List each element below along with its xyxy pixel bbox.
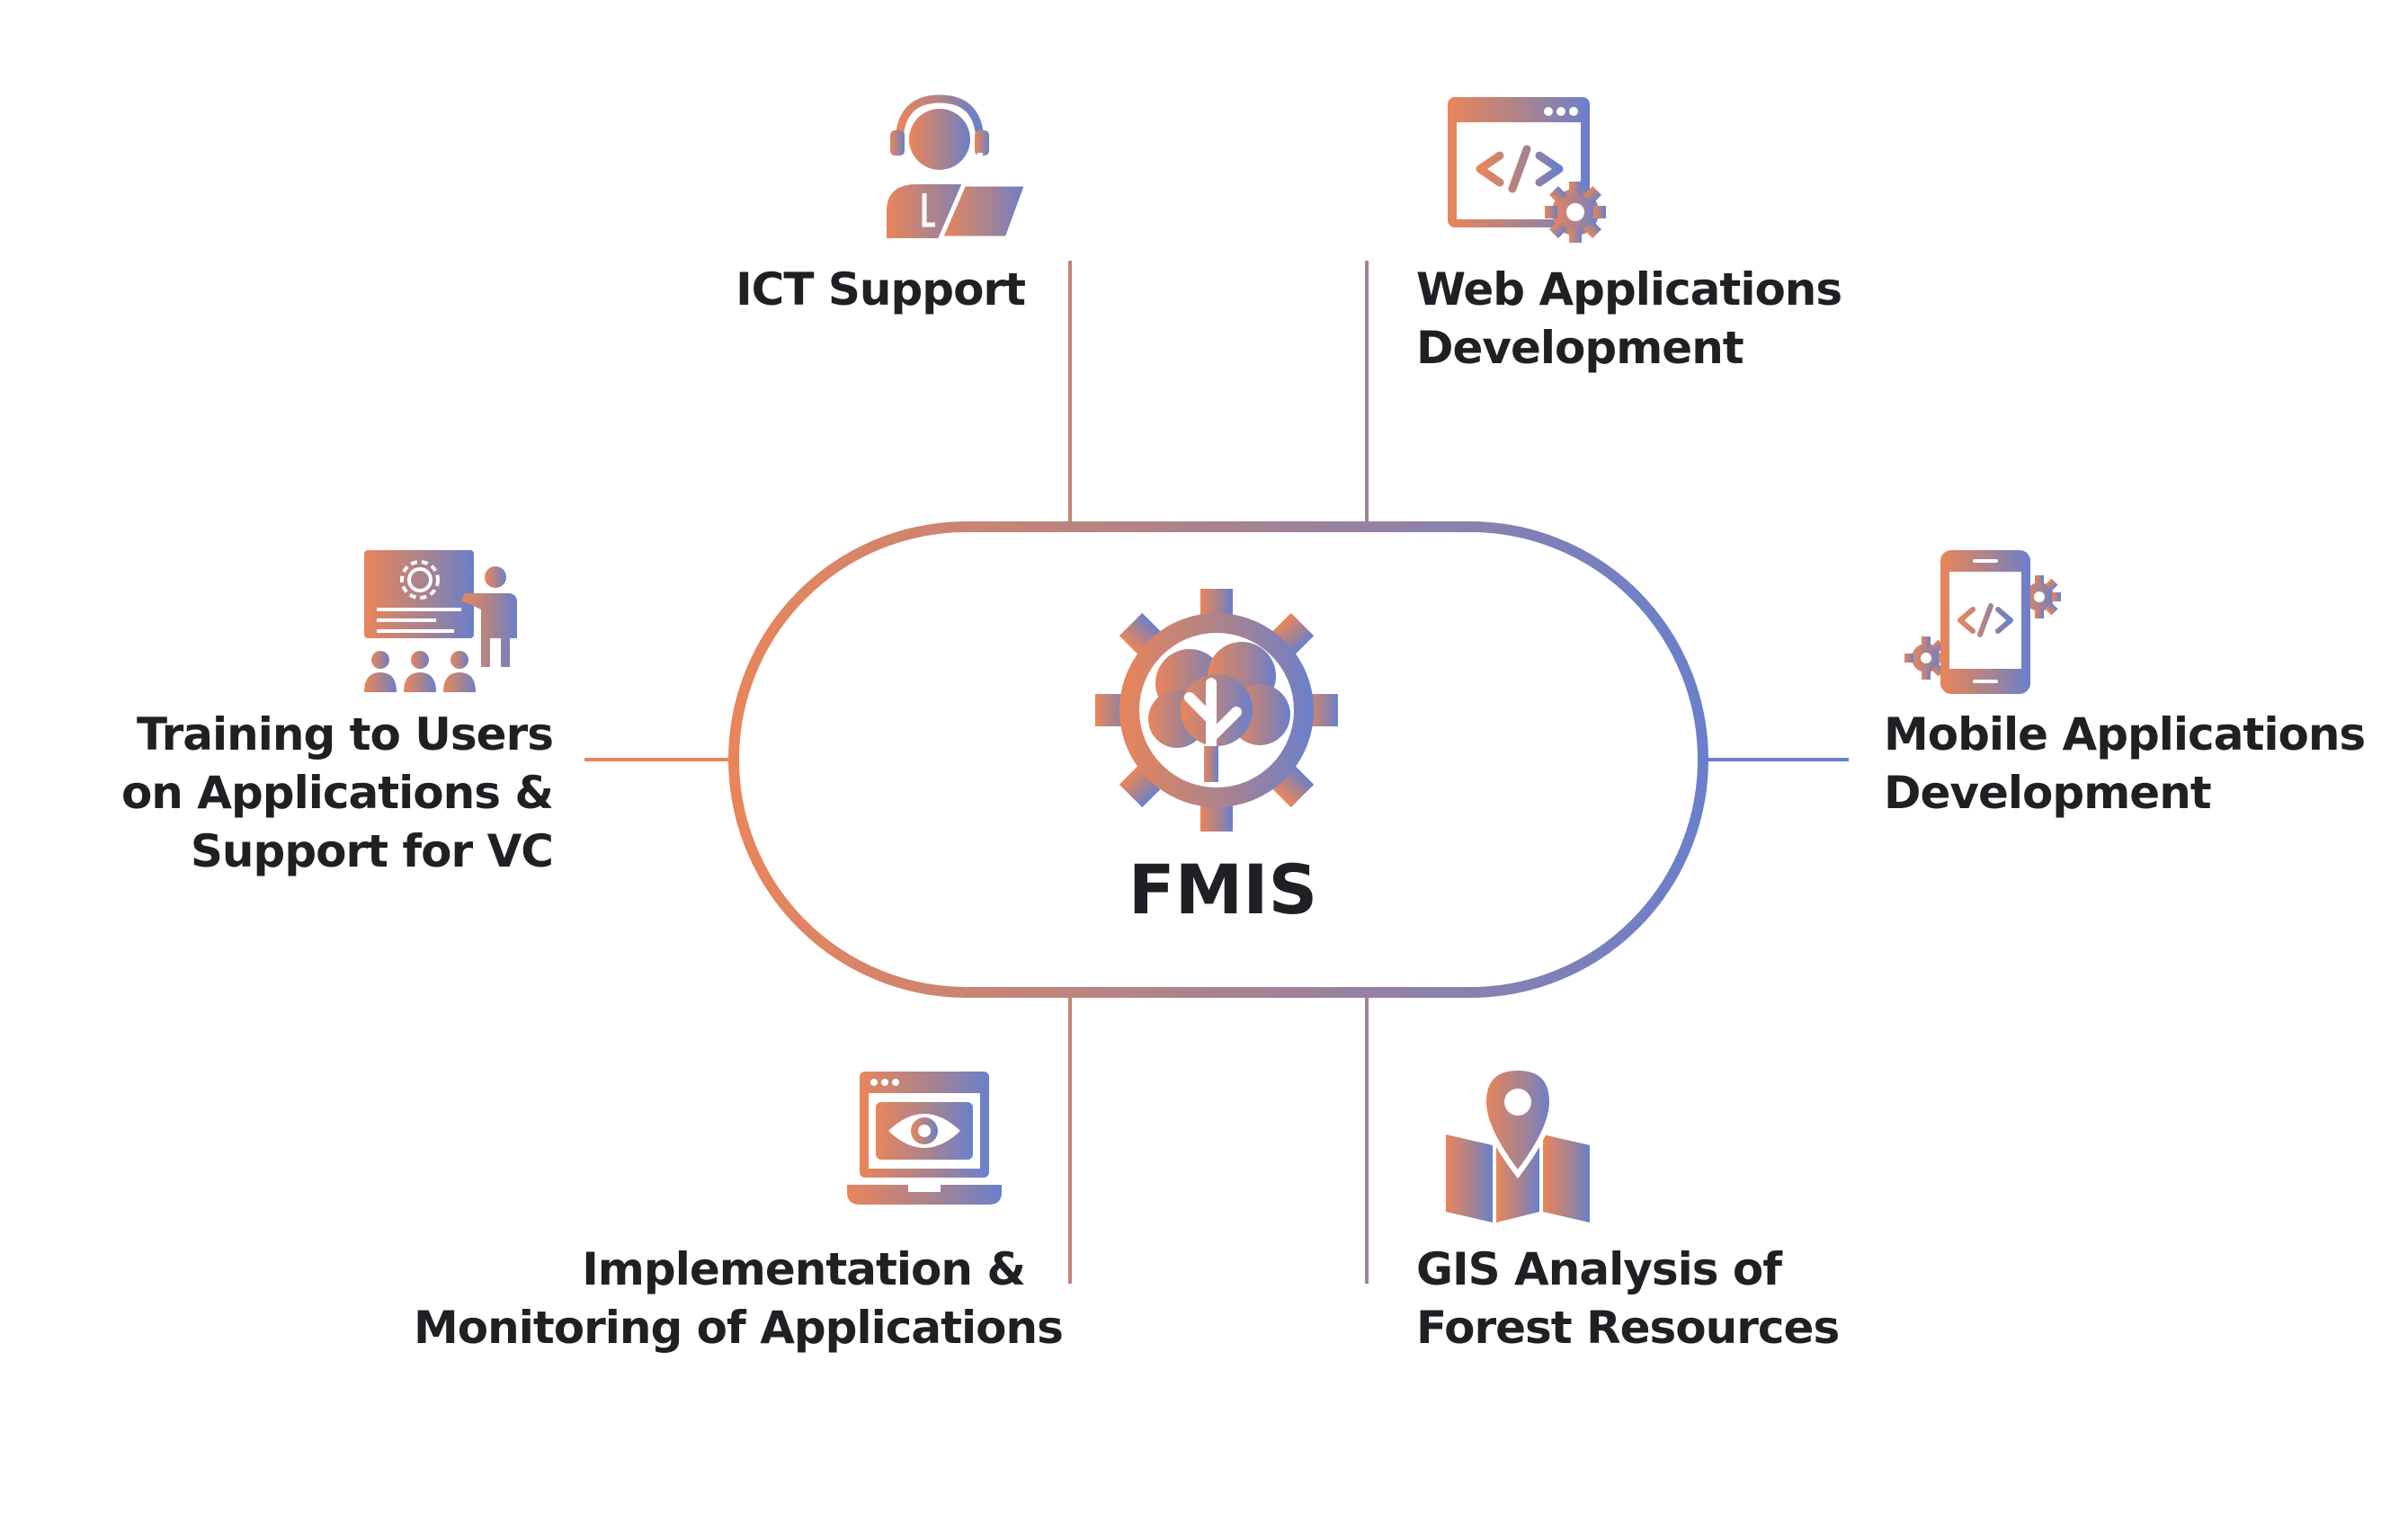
label-line: Training to Users bbox=[136, 708, 554, 760]
presentation-audience-icon bbox=[364, 550, 517, 692]
connector-lines bbox=[584, 261, 1849, 1284]
label-implementation-monitoring: Implementation & Monitoring of Applicati… bbox=[414, 1241, 1064, 1357]
label-line: Monitoring of Applications bbox=[414, 1302, 1064, 1354]
label-mobile-applications-development: Mobile Applications Development bbox=[1884, 706, 2387, 823]
center-title: FMIS bbox=[1128, 849, 1318, 930]
headset-agent-laptop-icon bbox=[887, 94, 1030, 241]
label-gis-analysis: GIS Analysis of Forest Resources bbox=[1416, 1241, 1884, 1357]
label-line: on Applications & bbox=[120, 767, 554, 819]
label-line: Forest Resources bbox=[1416, 1302, 1840, 1354]
label-training-to-users: Training to Users on Applications & Supp… bbox=[108, 706, 554, 881]
label-line: Development bbox=[1416, 322, 1744, 374]
laptop-eye-icon bbox=[847, 1072, 1002, 1205]
label-line: Mobile Applications bbox=[1884, 708, 2366, 760]
label-line: Support for VC bbox=[190, 825, 554, 877]
gear-tree-icon bbox=[1095, 589, 1338, 832]
map-pin-icon bbox=[1446, 1064, 1590, 1223]
phone-code-gears-icon bbox=[1904, 550, 2061, 694]
label-line: Development bbox=[1884, 767, 2212, 819]
label-line: ICT Support bbox=[736, 263, 1026, 316]
label-line: GIS Analysis of bbox=[1416, 1243, 1782, 1295]
browser-code-gear-icon bbox=[1448, 97, 1606, 243]
label-ict-support: ICT Support bbox=[683, 261, 1026, 319]
label-web-applications-development: Web Applications Development bbox=[1416, 261, 1884, 378]
label-line: Web Applications bbox=[1416, 263, 1842, 316]
label-line: Implementation & bbox=[582, 1243, 1026, 1295]
